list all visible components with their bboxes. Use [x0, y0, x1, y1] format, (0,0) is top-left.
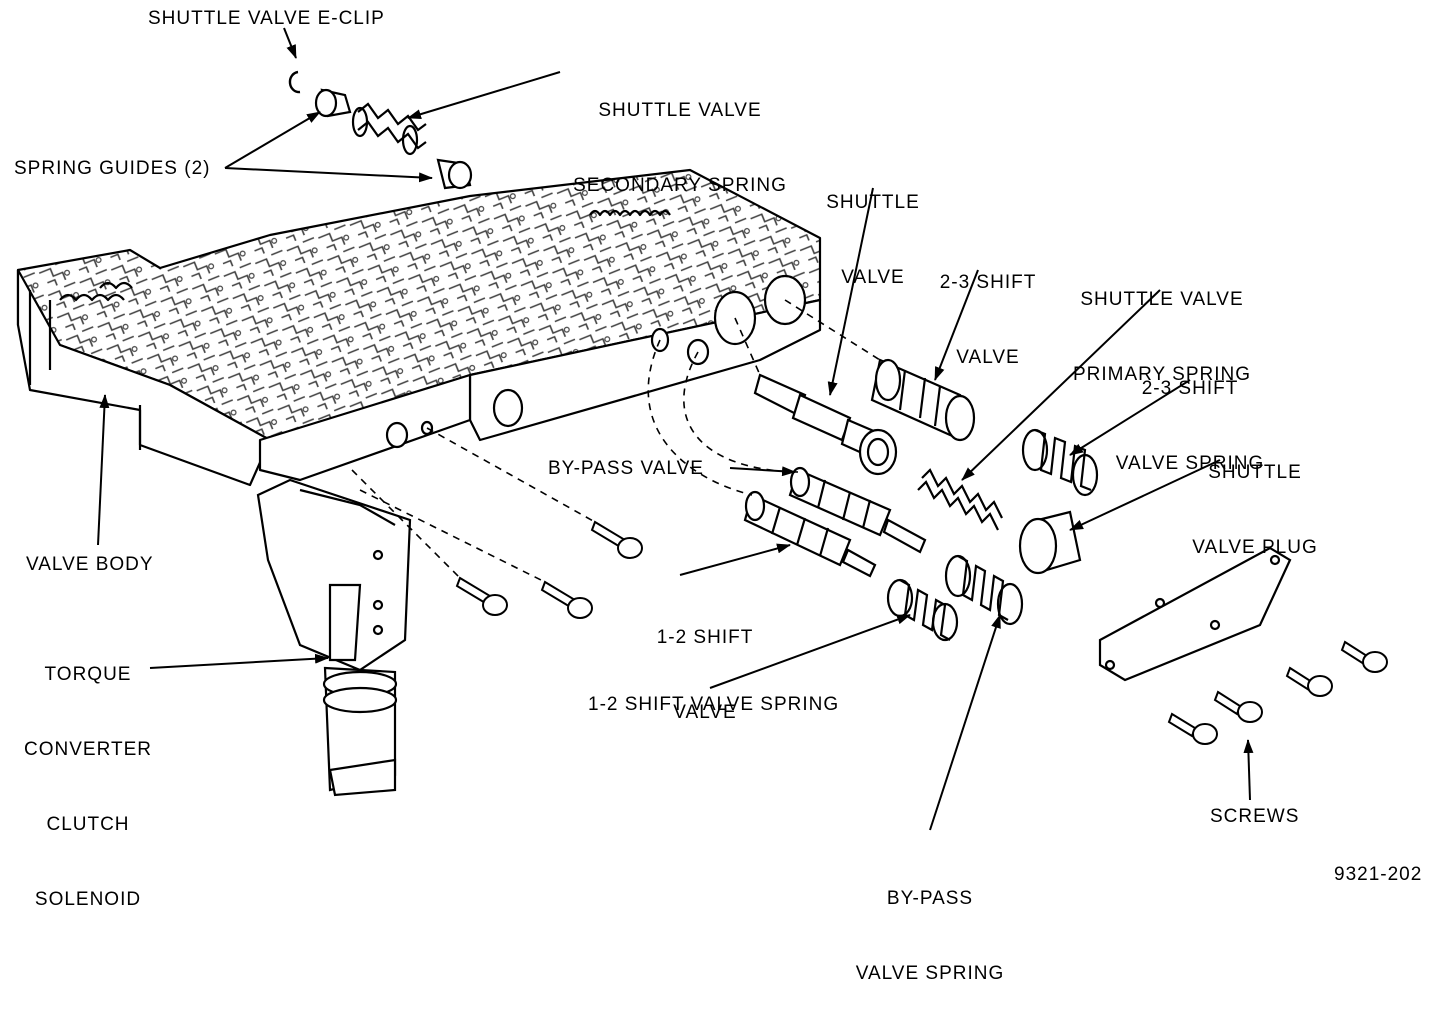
torque-converter-clutch-solenoid — [256, 478, 412, 797]
label-shuttle-valve-plug: SHUTTLE VALVE PLUG — [1180, 410, 1330, 585]
label-line: SHUTTLE VALVE — [1080, 289, 1244, 310]
label-spring-guides: SPRING GUIDES (2) — [14, 158, 211, 179]
label-line: 2-3 SHIFT — [939, 272, 1037, 293]
label-line: SHUTTLE — [1208, 462, 1302, 483]
by-pass-valve-spring — [944, 554, 1024, 626]
screw-6 — [1285, 666, 1333, 697]
shuttle-valve-plug — [1018, 510, 1082, 575]
shuttle-valve — [753, 373, 898, 476]
label-shuttle-valve-secondary-spring: SHUTTLE VALVE SECONDARY SPRING — [560, 48, 800, 223]
exploded-diagram: SHUTTLE VALVE E-CLIP SHUTTLE VALVE SECON… — [14, 8, 1423, 984]
label-by-pass-valve: BY-PASS VALVE — [548, 458, 704, 479]
label-valve-body: VALVE BODY — [26, 554, 154, 575]
label-line: CONVERTER — [24, 739, 152, 760]
label-line: SOLENOID — [34, 889, 142, 910]
label-line: VALVE SPRING — [1115, 453, 1265, 474]
screw-5 — [1213, 690, 1263, 723]
label-line: CLUTCH — [46, 814, 130, 835]
screw-7 — [1340, 640, 1388, 673]
shift-1-2-valve — [743, 490, 877, 578]
label-line: 1-2 SHIFT — [656, 627, 754, 648]
label-2-3-shift-valve-spring: 2-3 SHIFT VALVE SPRING — [1100, 326, 1280, 501]
label-line: VALVE — [956, 347, 1020, 368]
label-line: VALVE SPRING — [855, 963, 1005, 984]
label-2-3-shift-valve: 2-3 SHIFT VALVE — [928, 220, 1048, 395]
label-line: VALVE PLUG — [1192, 537, 1318, 558]
label-torque-converter-clutch-solenoid: TORQUE CONVERTER CLUTCH SOLENOID — [18, 612, 158, 937]
label-shuttle-valve-e-clip: SHUTTLE VALVE E-CLIP — [148, 8, 385, 29]
screw-1 — [590, 520, 643, 559]
label-line: VALVE — [673, 702, 737, 723]
label-by-pass-valve-spring: BY-PASS VALVE SPRING — [840, 836, 1020, 1011]
shuttle-valve-secondary-spring — [351, 102, 427, 156]
shift-1-2-valve-spring — [886, 578, 959, 642]
figure-id: 9321-202 — [1334, 864, 1423, 885]
label-line: 2-3 SHIFT — [1141, 378, 1239, 399]
label-line: SHUTTLE VALVE — [598, 100, 762, 121]
leader-lines — [97, 27, 1254, 831]
screw-4 — [1167, 712, 1218, 745]
label-line: SECONDARY SPRING — [573, 175, 787, 196]
shuttle-valve-e-clip — [288, 70, 301, 94]
spring-guide-2 — [436, 158, 473, 190]
screw-2 — [455, 576, 508, 616]
label-1-2-shift-valve: 1-2 SHIFT VALVE — [640, 575, 770, 750]
shuttle-valve-primary-spring — [917, 468, 1003, 531]
shift-2-3-valve — [870, 358, 976, 442]
by-pass-valve — [788, 466, 927, 554]
label-shuttle-valve: SHUTTLE VALVE — [818, 140, 928, 315]
label-line: SHUTTLE — [826, 192, 920, 213]
cover-plate — [1098, 546, 1292, 682]
screw-3 — [540, 580, 593, 619]
label-line: PRIMARY SPRING — [1072, 364, 1251, 385]
valve-body — [16, 168, 822, 487]
assembly-lines — [351, 299, 881, 583]
diagram-artwork — [16, 27, 1388, 831]
shift-2-3-valve-spring — [1021, 428, 1099, 497]
label-line: VALVE — [841, 267, 905, 288]
spring-guide-1 — [314, 88, 352, 118]
screws-group — [455, 520, 1388, 745]
label-1-2-shift-valve-spring: 1-2 SHIFT VALVE SPRING — [588, 694, 840, 715]
label-line: TORQUE — [44, 664, 132, 685]
label-shuttle-valve-primary-spring: SHUTTLE VALVE PRIMARY SPRING — [1062, 237, 1262, 412]
label-screws: SCREWS — [1210, 806, 1300, 827]
